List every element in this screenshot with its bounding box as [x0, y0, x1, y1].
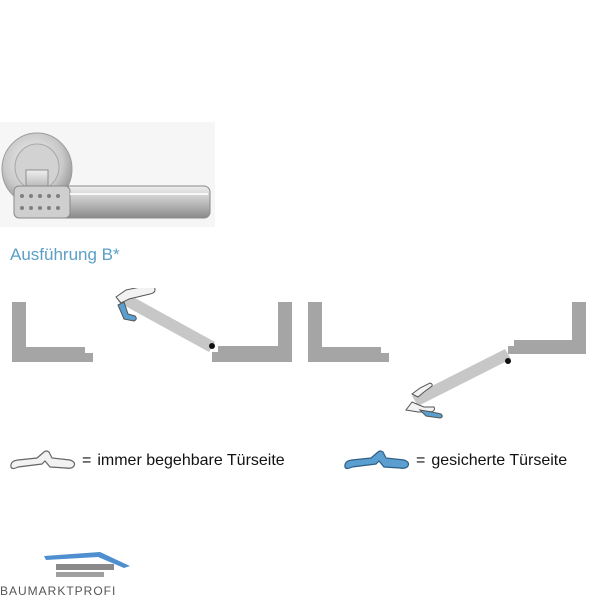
door-diagram-left	[12, 288, 292, 362]
door-diagram	[12, 288, 586, 419]
legend-open-sign: =	[82, 452, 92, 469]
product-photo	[0, 122, 215, 227]
hinge-pivot	[209, 343, 215, 349]
wall-left	[12, 302, 93, 362]
brand-name: BAUMARKTPROFI	[0, 584, 117, 598]
legend-secured-label: gesicherte Türseite	[431, 452, 568, 469]
handle-inner-secured	[117, 301, 137, 322]
legend-secured-side: = gesicherte Türseite	[342, 448, 567, 474]
door-leaf	[118, 292, 215, 352]
wall-left	[308, 302, 389, 362]
hinge-pivot	[505, 358, 511, 364]
variant-title: Ausführung B*	[10, 245, 120, 264]
door-diagram-right	[308, 302, 586, 419]
handle-secured-icon	[344, 450, 410, 470]
brand-logo	[44, 552, 130, 577]
legend-open-label: immer begehbare Türseite	[97, 452, 285, 469]
handle-outer-open	[411, 382, 433, 398]
wall-right	[508, 302, 586, 354]
legend-secured-sign: =	[416, 452, 426, 469]
handle-secured-tail	[418, 409, 443, 419]
handle-open-icon	[10, 450, 76, 470]
handle-outer-open	[115, 288, 156, 304]
door-leaf	[412, 349, 511, 406]
wall-right	[212, 302, 292, 362]
legend-open-side: = immer begehbare Türseite	[8, 448, 285, 474]
